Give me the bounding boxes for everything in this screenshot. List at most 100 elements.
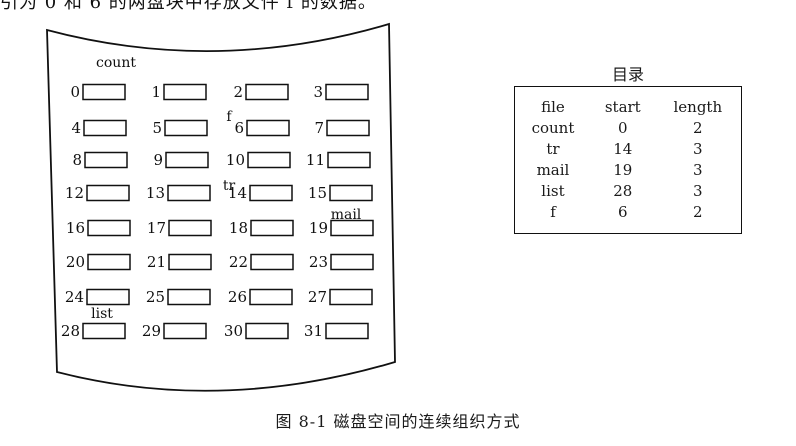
cell-start: 0 bbox=[618, 119, 628, 137]
cell-file: count bbox=[531, 119, 575, 137]
block-number-24: 24 bbox=[65, 288, 84, 306]
disk-block-14 bbox=[249, 184, 293, 202]
disk-block-16 bbox=[87, 219, 131, 237]
disk-block-2 bbox=[245, 83, 289, 101]
block-number-22: 22 bbox=[229, 253, 248, 271]
disk-block-3 bbox=[325, 83, 369, 101]
disk-block-9 bbox=[165, 151, 209, 169]
block-number-31: 31 bbox=[304, 322, 323, 340]
block-number-16: 16 bbox=[66, 219, 85, 237]
cell-length: 3 bbox=[693, 161, 703, 179]
disk-block-11 bbox=[327, 151, 371, 169]
block-number-9: 9 bbox=[153, 151, 163, 169]
disk-block-13 bbox=[167, 184, 211, 202]
cell-length: 2 bbox=[693, 119, 703, 137]
disk-block-6 bbox=[246, 119, 290, 137]
cell-length: 2 bbox=[693, 203, 703, 221]
disk-block-18 bbox=[250, 219, 294, 237]
header-file: file bbox=[541, 98, 565, 116]
block-number-15: 15 bbox=[308, 184, 327, 202]
cell-file: list bbox=[541, 182, 565, 200]
block-number-29: 29 bbox=[142, 322, 161, 340]
block-number-28: 28 bbox=[61, 322, 80, 340]
block-number-21: 21 bbox=[147, 253, 166, 271]
disk-block-7 bbox=[326, 119, 370, 137]
directory-table-box: file start length count 0 2 tr 14 3 mail… bbox=[514, 86, 742, 234]
block-number-23: 23 bbox=[309, 253, 328, 271]
cell-start: 19 bbox=[613, 161, 633, 179]
block-number-5: 5 bbox=[152, 119, 162, 137]
directory-title: 目录 bbox=[612, 65, 645, 84]
block-number-7: 7 bbox=[314, 119, 324, 137]
table-row: mail 19 3 bbox=[515, 160, 741, 181]
block-number-25: 25 bbox=[146, 288, 165, 306]
disk-block-29 bbox=[163, 322, 207, 340]
disk-block-1 bbox=[163, 83, 207, 101]
cell-file: tr bbox=[546, 140, 560, 158]
header-length: length bbox=[673, 98, 723, 116]
disk-block-12 bbox=[86, 184, 130, 202]
table-row: list 28 3 bbox=[515, 181, 741, 202]
table-row: tr 14 3 bbox=[515, 139, 741, 160]
block-number-10: 10 bbox=[226, 151, 245, 169]
disk-block-27 bbox=[329, 288, 373, 306]
disk-block-24 bbox=[86, 288, 130, 306]
file-label-tr: tr bbox=[223, 178, 236, 194]
block-number-2: 2 bbox=[233, 83, 243, 101]
cell-start: 28 bbox=[613, 182, 633, 200]
cell-start: 14 bbox=[613, 140, 633, 158]
disk-block-10 bbox=[247, 151, 291, 169]
preceding-text-fragment: 引为 0 和 6 的两盘块中存放文件 f 的数据。 bbox=[0, 0, 377, 13]
file-label-count: count bbox=[96, 55, 136, 71]
block-number-26: 26 bbox=[228, 288, 247, 306]
disk-block-23 bbox=[330, 253, 374, 271]
cell-length: 3 bbox=[693, 182, 703, 200]
disk-block-31 bbox=[325, 322, 369, 340]
block-number-4: 4 bbox=[71, 119, 81, 137]
figure-caption: 图 8-1 磁盘空间的连续组织方式 bbox=[275, 412, 521, 431]
block-number-6: 6 bbox=[234, 119, 244, 137]
disk-block-22 bbox=[250, 253, 294, 271]
disk-block-30 bbox=[245, 322, 289, 340]
disk-block-25 bbox=[167, 288, 211, 306]
disk-block-26 bbox=[249, 288, 293, 306]
file-label-mail: mail bbox=[331, 207, 362, 223]
cell-file: mail bbox=[536, 161, 570, 179]
cell-start: 6 bbox=[618, 203, 628, 221]
file-label-f: f bbox=[226, 109, 233, 125]
block-number-17: 17 bbox=[147, 219, 166, 237]
disk-block-8 bbox=[84, 151, 128, 169]
block-number-11: 11 bbox=[306, 151, 325, 169]
disk-block-4 bbox=[83, 119, 127, 137]
block-number-12: 12 bbox=[65, 184, 84, 202]
directory-header-row: file start length bbox=[515, 97, 741, 118]
disk-block-0 bbox=[82, 83, 126, 101]
cell-length: 3 bbox=[693, 140, 703, 158]
disk-block-5 bbox=[164, 119, 208, 137]
table-row: f 6 2 bbox=[515, 202, 741, 223]
directory-table: file start length count 0 2 tr 14 3 mail… bbox=[515, 97, 741, 223]
block-number-30: 30 bbox=[224, 322, 243, 340]
disk-block-21 bbox=[168, 253, 212, 271]
block-number-1: 1 bbox=[151, 83, 161, 101]
block-number-20: 20 bbox=[66, 253, 85, 271]
table-row: count 0 2 bbox=[515, 118, 741, 139]
cell-file: f bbox=[550, 203, 556, 221]
block-number-18: 18 bbox=[229, 219, 248, 237]
block-number-14: 14 bbox=[228, 184, 247, 202]
block-number-27: 27 bbox=[308, 288, 327, 306]
disk-block-20 bbox=[87, 253, 131, 271]
file-label-list: list bbox=[91, 306, 113, 322]
disk-block-17 bbox=[168, 219, 212, 237]
block-number-0: 0 bbox=[70, 83, 80, 101]
block-number-13: 13 bbox=[146, 184, 165, 202]
block-number-19: 19 bbox=[309, 219, 328, 237]
disk-block-15 bbox=[329, 184, 373, 202]
block-number-8: 8 bbox=[72, 151, 82, 169]
header-start: start bbox=[604, 98, 641, 116]
disk-block-19 bbox=[330, 219, 374, 237]
file-labels: count f tr mail list bbox=[91, 55, 362, 322]
disk-outline bbox=[46, 22, 396, 392]
